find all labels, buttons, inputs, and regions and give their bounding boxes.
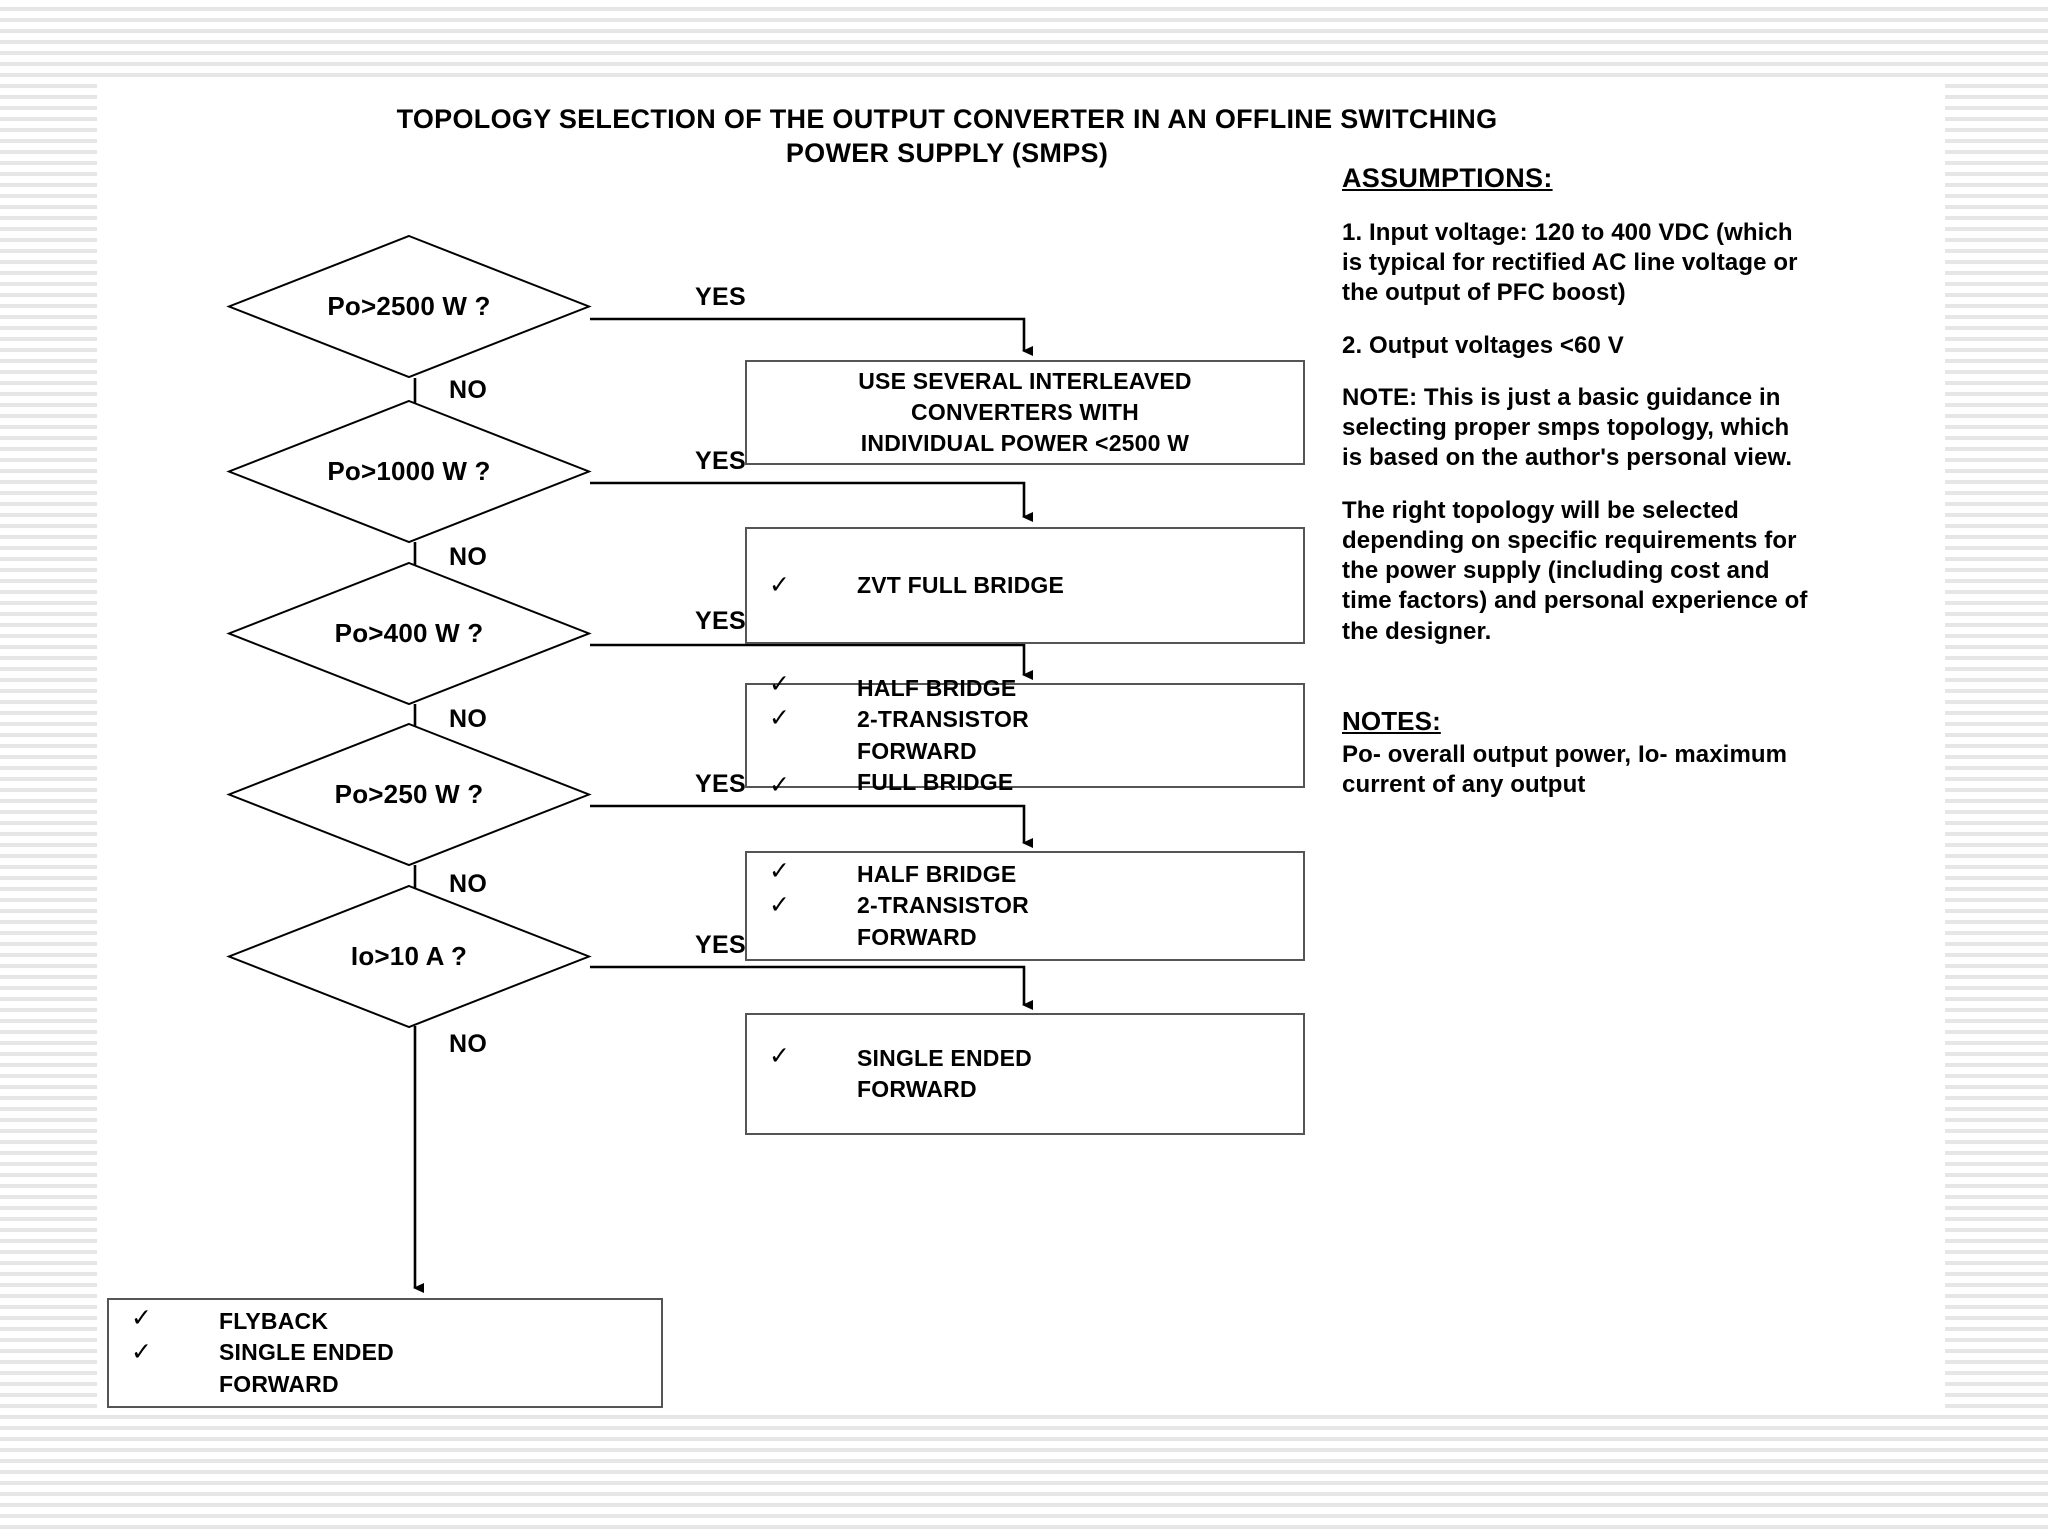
check-icon-empty xyxy=(131,1370,173,1404)
decision-node-io-10a[interactable]: Io>10 A ? xyxy=(226,884,592,1029)
check-icon-empty xyxy=(769,1074,811,1108)
outcome-line: FORWARD xyxy=(219,1370,339,1397)
edge-label-yes-1: YES xyxy=(695,283,746,311)
check-icon: ✓ xyxy=(769,857,791,886)
outcome-line: USE SEVERAL INTERLEAVED xyxy=(858,367,1192,394)
outcome-text: SINGLE ENDED FORWARD xyxy=(857,1043,1032,1105)
outcome-box-zvt-full-bridge[interactable]: ✓ ZVT FULL BRIDGE xyxy=(745,527,1305,644)
edge-label-yes-3: YES xyxy=(695,607,746,635)
outcome-box-interleaved-converters[interactable]: USE SEVERAL INTERLEAVED CONVERTERS WITH … xyxy=(745,360,1305,465)
decision-node-po-2500w[interactable]: Po>2500 W ? xyxy=(226,234,592,379)
outcome-line: FORWARD xyxy=(857,923,977,950)
check-icon: ✓ xyxy=(769,1042,791,1071)
edge-label-no-4: NO xyxy=(449,870,488,898)
outcome-line: HALF BRIDGE xyxy=(857,675,1017,702)
outcome-line: FORWARD xyxy=(857,1076,977,1102)
outcome-text: HALF BRIDGE 2-TRANSISTOR FORWARD xyxy=(857,859,1029,952)
decision-label: Po>1000 W ? xyxy=(327,456,491,486)
checkmark-column: ✓ xyxy=(769,569,811,603)
outcome-line: SINGLE ENDED xyxy=(219,1339,394,1366)
outcome-line: HALF BRIDGE xyxy=(857,861,1017,888)
checkmark-column: ✓ ✓ ✓ xyxy=(769,668,811,803)
edge-label-no-3: NO xyxy=(449,705,488,733)
outcome-line: 2-TRANSISTOR xyxy=(857,892,1029,919)
check-icon-empty xyxy=(769,923,811,957)
outcome-text: HALF BRIDGE 2-TRANSISTOR FORWARD FULL BR… xyxy=(857,673,1029,797)
decision-label: Po>250 W ? xyxy=(334,779,484,809)
edge-label-no-5: NO xyxy=(449,1030,488,1058)
assumptions-panel: ASSUMPTIONS: 1. Input voltage: 120 to 40… xyxy=(1342,163,1812,800)
notes-heading: NOTES: xyxy=(1342,705,1441,736)
check-icon: ✓ xyxy=(769,891,791,920)
outcome-text: FLYBACK SINGLE ENDED FORWARD xyxy=(219,1306,394,1399)
check-icon: ✓ xyxy=(769,670,791,698)
page-title-line-2: POWER SUPPLY (SMPS) xyxy=(785,137,1109,168)
check-icon: ✓ xyxy=(769,771,791,800)
outcome-box-half-bridge-full-bridge[interactable]: ✓ ✓ ✓ HALF BRIDGE 2-TRANSISTOR FORWARD F… xyxy=(745,670,1305,799)
decision-node-po-1000w[interactable]: Po>1000 W ? xyxy=(226,399,592,544)
outcome-box-single-ended-forward[interactable]: ✓ SINGLE ENDED FORWARD xyxy=(745,1013,1305,1135)
decision-node-po-250w[interactable]: Po>250 W ? xyxy=(226,722,592,867)
outcome-box-flyback-single-ended[interactable]: ✓ ✓ FLYBACK SINGLE ENDED FORWARD xyxy=(107,1298,663,1408)
outcome-line: ZVT FULL BRIDGE xyxy=(857,571,1065,598)
page-title: TOPOLOGY SELECTION OF THE OUTPUT CONVERT… xyxy=(147,103,1747,171)
note-paragraph-1: NOTE: This is just a basic guidance in s… xyxy=(1342,383,1793,472)
page-title-line-1: TOPOLOGY SELECTION OF THE OUTPUT CONVERT… xyxy=(396,104,1498,134)
outcome-line: CONVERTERS WITH xyxy=(911,398,1139,425)
check-icon: ✓ xyxy=(131,1304,153,1333)
outcome-text: USE SEVERAL INTERLEAVED CONVERTERS WITH … xyxy=(858,366,1191,459)
notes-body: Po- overall output power, Io- maximum cu… xyxy=(1342,740,1788,798)
outcome-box-half-bridge-2transistor[interactable]: ✓ ✓ HALF BRIDGE 2-TRANSISTOR FORWARD xyxy=(745,851,1305,961)
slide-page: TOPOLOGY SELECTION OF THE OUTPUT CONVERT… xyxy=(97,83,1945,1415)
decision-label: Io>10 A ? xyxy=(350,941,468,971)
assumption-item-1: 1. Input voltage: 120 to 400 VDC (which … xyxy=(1342,219,1798,307)
outcome-line: FORWARD xyxy=(857,737,977,764)
outcome-line: INDIVIDUAL POWER <2500 W xyxy=(860,430,1190,457)
check-icon-empty xyxy=(769,736,811,770)
edge-label-no-1: NO xyxy=(449,376,488,404)
check-icon: ✓ xyxy=(769,703,791,732)
outcome-line: FULL BRIDGE xyxy=(857,768,1014,795)
assumption-item-2: 2. Output voltages <60 V xyxy=(1342,331,1624,359)
edge-label-yes-4: YES xyxy=(695,770,746,798)
decision-label: Po>2500 W ? xyxy=(327,291,491,321)
checkmark-column: ✓ ✓ xyxy=(769,855,811,956)
outcome-line: FLYBACK xyxy=(219,1308,329,1335)
checkmark-column: ✓ ✓ xyxy=(131,1302,173,1403)
assumptions-heading: ASSUMPTIONS: xyxy=(1342,163,1553,193)
note-paragraph-2: The right topology will be selected depe… xyxy=(1342,496,1808,645)
decision-node-po-400w[interactable]: Po>400 W ? xyxy=(226,561,592,706)
check-icon: ✓ xyxy=(131,1338,153,1367)
edge-label-yes-2: YES xyxy=(695,447,746,475)
edge-label-no-2: NO xyxy=(449,543,488,571)
checkmark-column: ✓ xyxy=(769,1040,811,1108)
check-icon: ✓ xyxy=(769,570,791,599)
outcome-text: ZVT FULL BRIDGE xyxy=(857,570,1064,601)
edge-label-yes-5: YES xyxy=(695,931,746,959)
outcome-line: SINGLE ENDED xyxy=(857,1044,1032,1071)
outcome-line: 2-TRANSISTOR xyxy=(857,706,1029,733)
decision-label: Po>400 W ? xyxy=(334,618,484,648)
